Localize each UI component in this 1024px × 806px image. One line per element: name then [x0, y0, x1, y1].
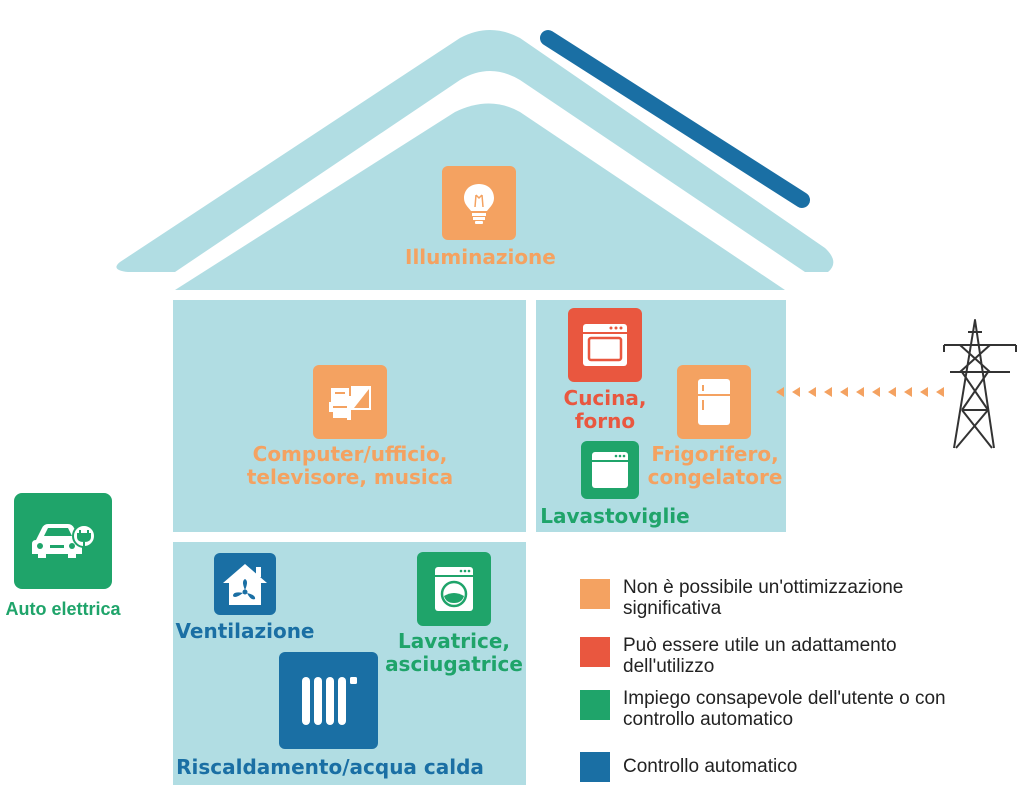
radiator-icon	[301, 676, 357, 725]
legend-swatch-orange	[580, 579, 610, 609]
legend-text-red: Può essere utile un adattamento dell'uti…	[623, 635, 897, 677]
fridge-tile	[677, 365, 751, 439]
legend-swatch-blue	[580, 752, 610, 782]
label-ventilazione: Ventilazione	[175, 619, 315, 643]
dishwasher-icon	[592, 452, 628, 488]
dishwasher-tile	[581, 441, 639, 499]
legend-item-green: Impiego consapevole dell'utente o con co…	[580, 688, 946, 730]
label-lavastoviglie: Lavastoviglie	[540, 504, 690, 528]
roof-outer	[116, 30, 834, 272]
label-computer: Computer/ufficio, televisore, musica	[246, 442, 454, 489]
fridge-icon	[698, 379, 730, 425]
solar-panel	[540, 30, 810, 208]
washing-machine-tile	[417, 552, 491, 626]
label-lavatrice: Lavatrice, asciugatrice	[385, 629, 523, 676]
ventilation-tile	[214, 553, 276, 615]
electric-car-icon	[32, 524, 96, 558]
legend-text-blue: Controllo automatico	[623, 756, 798, 777]
lightbulb-icon	[464, 184, 494, 224]
radiator-tile	[279, 652, 378, 749]
label-auto: Auto elettrica	[5, 599, 121, 619]
label-frigorifero: Frigorifero, congelatore	[647, 442, 783, 489]
lightbulb-tile	[442, 166, 516, 240]
computer-tile	[313, 365, 387, 439]
ventilation-fan-icon	[223, 564, 267, 605]
legend-item-blue: Controllo automatico	[580, 750, 797, 782]
power-pylon-icon	[943, 319, 1017, 449]
legend-text-green: Impiego consapevole dell'utente o con co…	[623, 688, 946, 730]
legend-text-orange: Non è possibile un'ottimizzazione signif…	[623, 577, 904, 619]
oven-tile	[568, 308, 642, 382]
legend-swatch-red	[580, 637, 610, 667]
legend-item-red: Può essere utile un adattamento dell'uti…	[580, 635, 897, 677]
computer-office-icon	[329, 386, 371, 420]
legend-swatch-green	[580, 690, 610, 720]
electric-car-tile	[14, 493, 112, 589]
washing-machine-icon	[435, 567, 473, 611]
label-illuminazione: Illuminazione	[405, 245, 556, 269]
oven-icon	[583, 324, 627, 366]
grid-connection-arrows	[776, 387, 944, 397]
label-riscaldamento: Riscaldamento/acqua calda	[176, 755, 484, 779]
label-cucina: Cucina, forno	[563, 386, 647, 433]
legend-item-orange: Non è possibile un'ottimizzazione signif…	[580, 577, 903, 619]
